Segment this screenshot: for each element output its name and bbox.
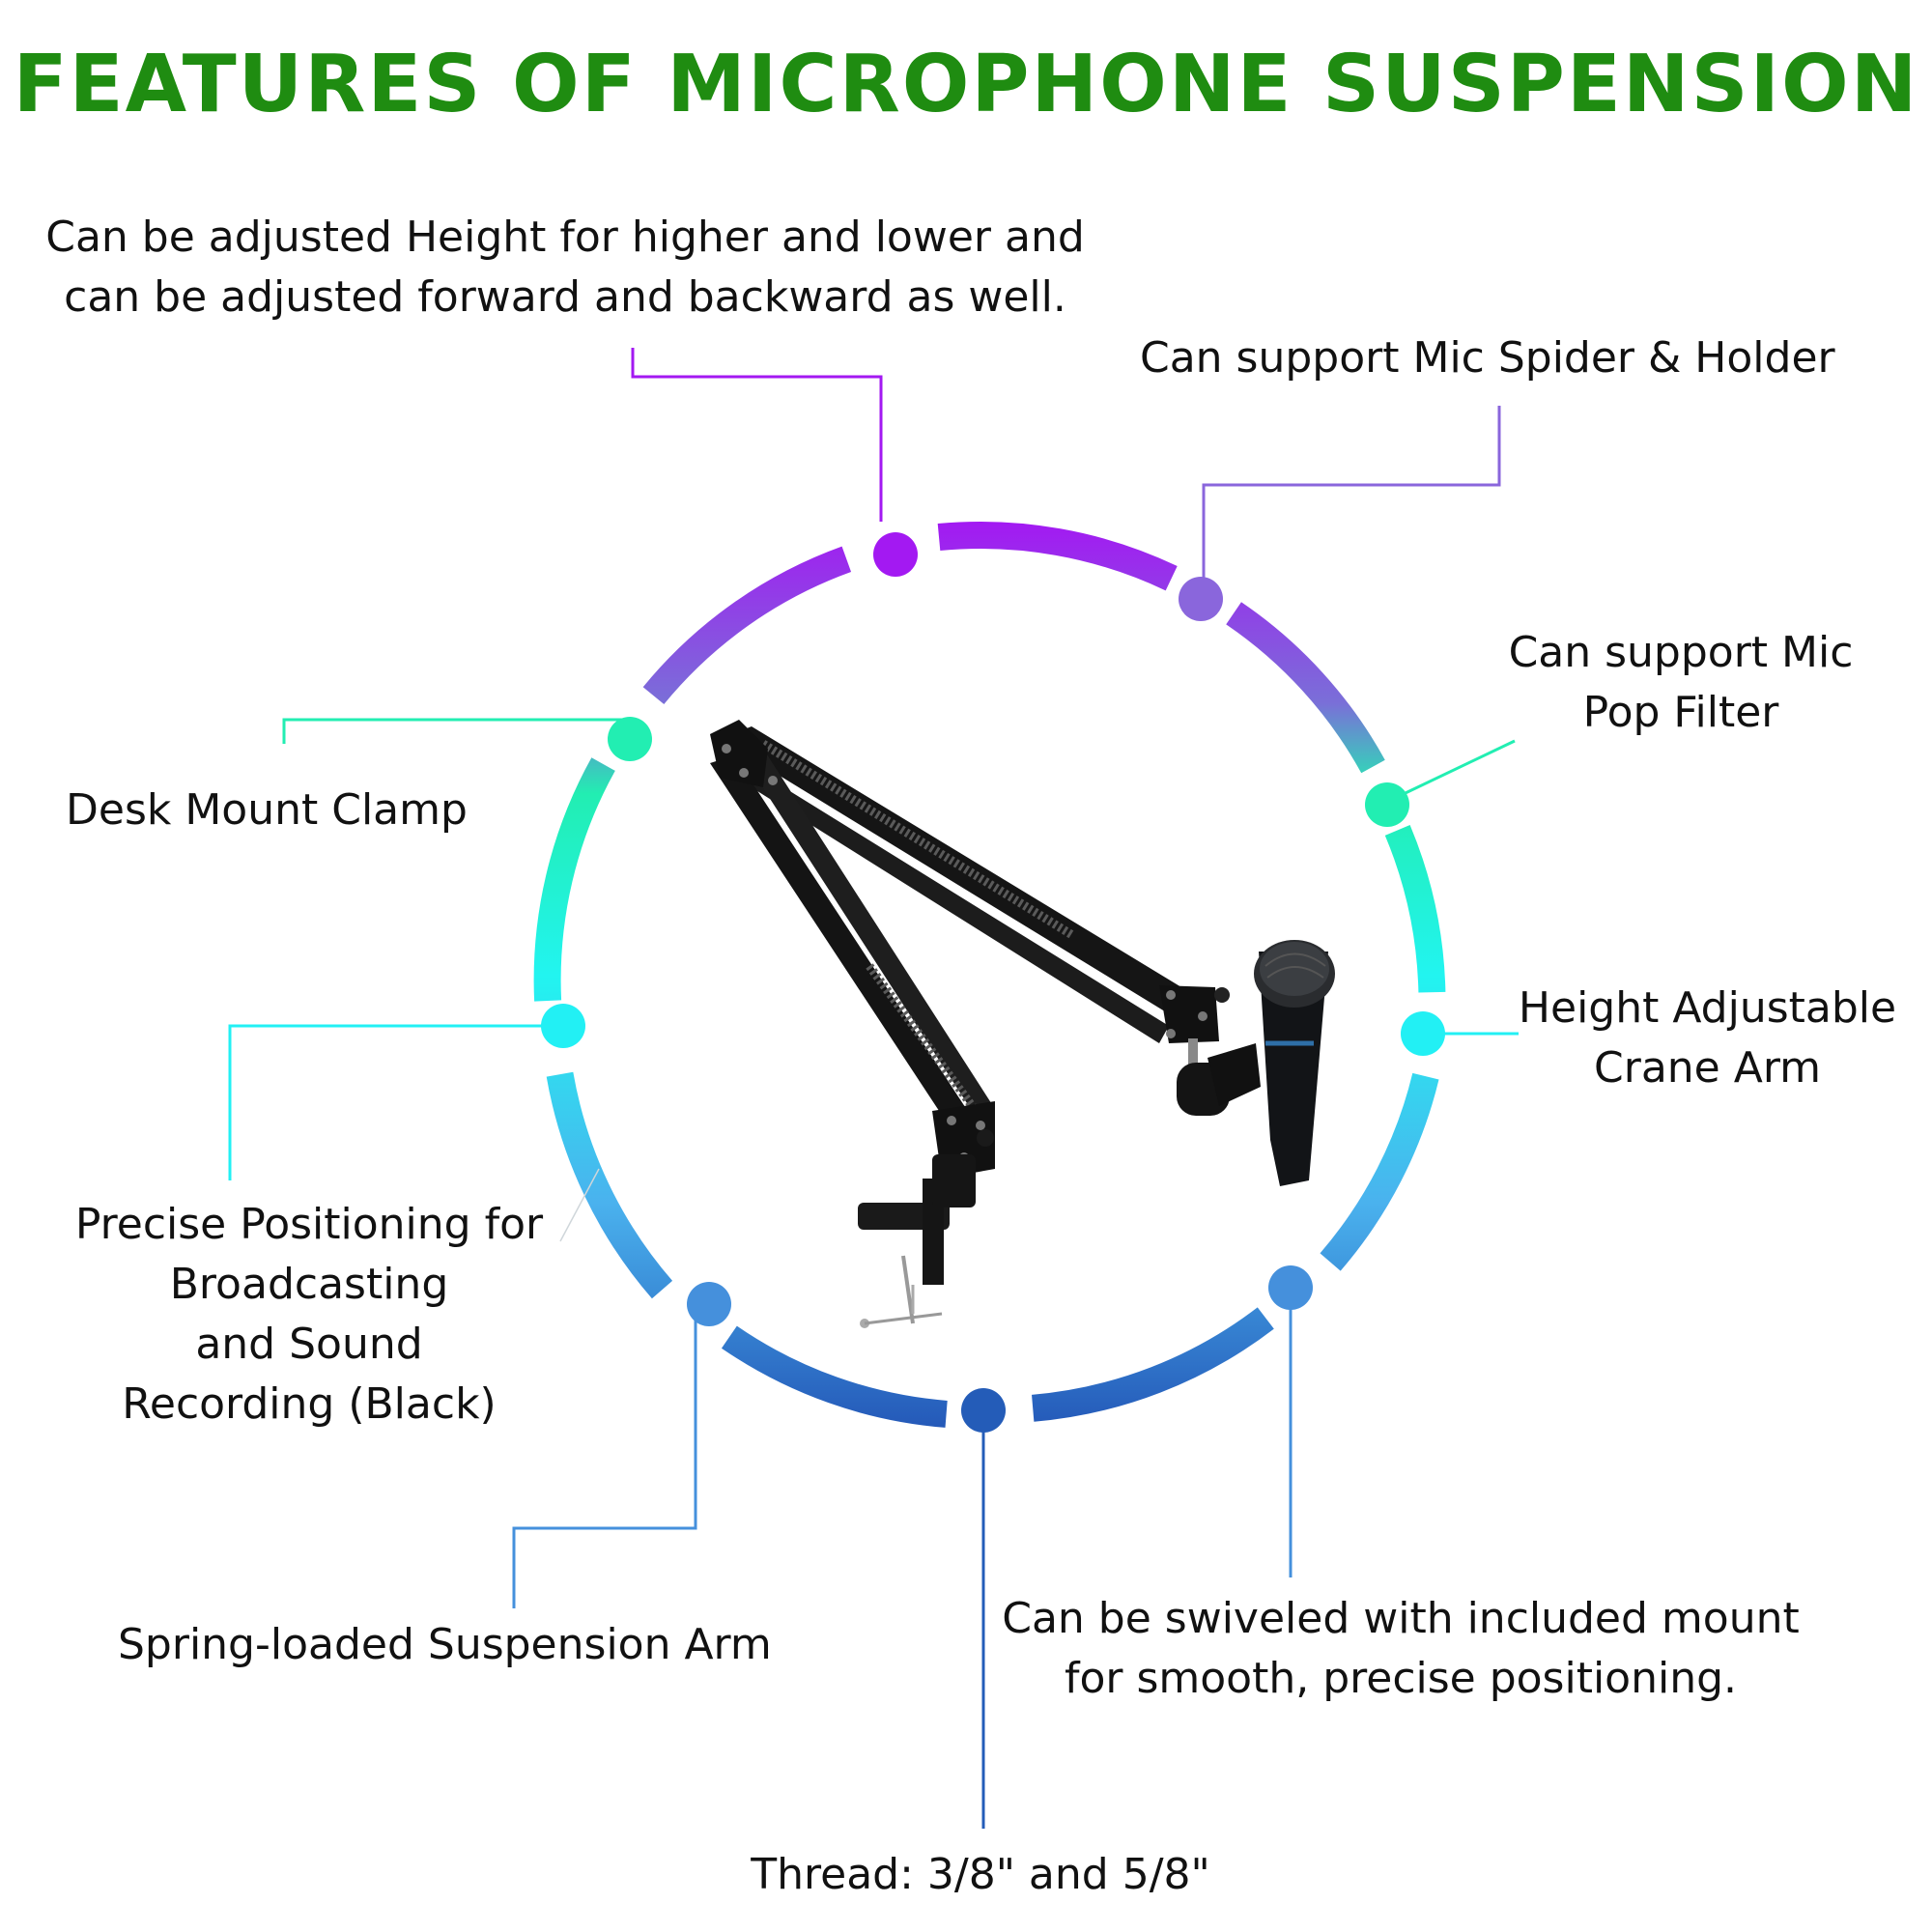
marker-dot-precise-positioning (541, 1004, 585, 1048)
feature-label-line: Can be adjusted Height for higher and lo… (45, 213, 1085, 262)
connector-height-forward (631, 348, 883, 522)
feature-label-desk-clamp: Desk Mount Clamp (66, 781, 468, 840)
feature-label-swivel-mount: Can be swiveled with included mount for … (976, 1589, 1826, 1709)
feature-label-precise-positioning: Precise Positioning for Broadcasting and… (39, 1195, 580, 1435)
feature-label-line: Precise Positioning for (74, 1200, 544, 1249)
ring-arc (546, 1071, 673, 1299)
microphone-boom-arm-image (710, 720, 1335, 1328)
connector-faint (559, 1168, 600, 1242)
feature-label-line: Desk Mount Clamp (66, 785, 468, 835)
marker-dot-suspension-arm (687, 1282, 731, 1326)
feature-label-suspension-arm: Spring-loaded Suspension Arm (118, 1615, 772, 1675)
marker-dot-swivel-mount (1268, 1265, 1313, 1310)
ring-arc (1384, 824, 1446, 993)
feature-label-line: for smooth, precise positioning. (1064, 1654, 1738, 1703)
ring-arc (721, 1325, 948, 1428)
marker-dot-height-forward (873, 532, 918, 577)
connector-desk-clamp (282, 718, 630, 744)
feature-label-line: Thread: 3/8" and 5/8" (751, 1850, 1210, 1899)
feature-label-crane-arm: Height Adjustable Crane Arm (1492, 979, 1922, 1098)
marker-dot-thread (961, 1388, 1006, 1433)
ring-arc (1032, 1307, 1274, 1422)
marker-dot-desk-clamp (608, 717, 652, 761)
feature-label-line: Broadcasting (169, 1260, 449, 1309)
marker-dot-crane-arm (1401, 1011, 1445, 1056)
connector-precise-positioning (228, 1024, 563, 1180)
ring-arc (1226, 602, 1385, 774)
connector-lines (228, 348, 1519, 1829)
feature-label-thread: Thread: 3/8" and 5/8" (696, 1845, 1265, 1905)
ring-arc (533, 757, 615, 1002)
marker-dot-spider-holder (1179, 577, 1223, 621)
feature-label-line: Can support Mic Spider & Holder (1140, 333, 1835, 383)
feature-label-height-forward: Can be adjusted Height for higher and lo… (10, 208, 1121, 327)
feature-label-line: Recording (Black) (122, 1379, 497, 1429)
feature-label-line: Can support Mic (1508, 628, 1854, 677)
feature-label-line: Height Adjustable (1518, 983, 1897, 1033)
feature-label-spider-holder: Can support Mic Spider & Holder (1140, 328, 1835, 388)
connector-pop-filter (1386, 739, 1516, 804)
connector-suspension-arm (512, 1304, 697, 1608)
feature-label-line: can be adjusted forward and backward as … (64, 272, 1066, 322)
feature-label-pop-filter: Can support Mic Pop Filter (1478, 623, 1884, 743)
feature-label-line: Spring-loaded Suspension Arm (118, 1620, 772, 1669)
page-title: FEATURES OF MICROPHONE SUSPENSION (13, 39, 1919, 130)
ring-arc (1320, 1072, 1439, 1271)
feature-label-line: Pop Filter (1582, 688, 1779, 737)
feature-label-line: and Sound (195, 1320, 423, 1369)
marker-dot-pop-filter (1365, 782, 1409, 827)
connector-spider-holder (1202, 406, 1501, 585)
ring (533, 522, 1446, 1428)
ring-arc (937, 522, 1178, 591)
feature-label-line: Crane Arm (1594, 1043, 1821, 1093)
feature-label-line: Can be swiveled with included mount (1002, 1594, 1800, 1643)
markers (541, 532, 1445, 1433)
ring-arc (642, 546, 852, 704)
